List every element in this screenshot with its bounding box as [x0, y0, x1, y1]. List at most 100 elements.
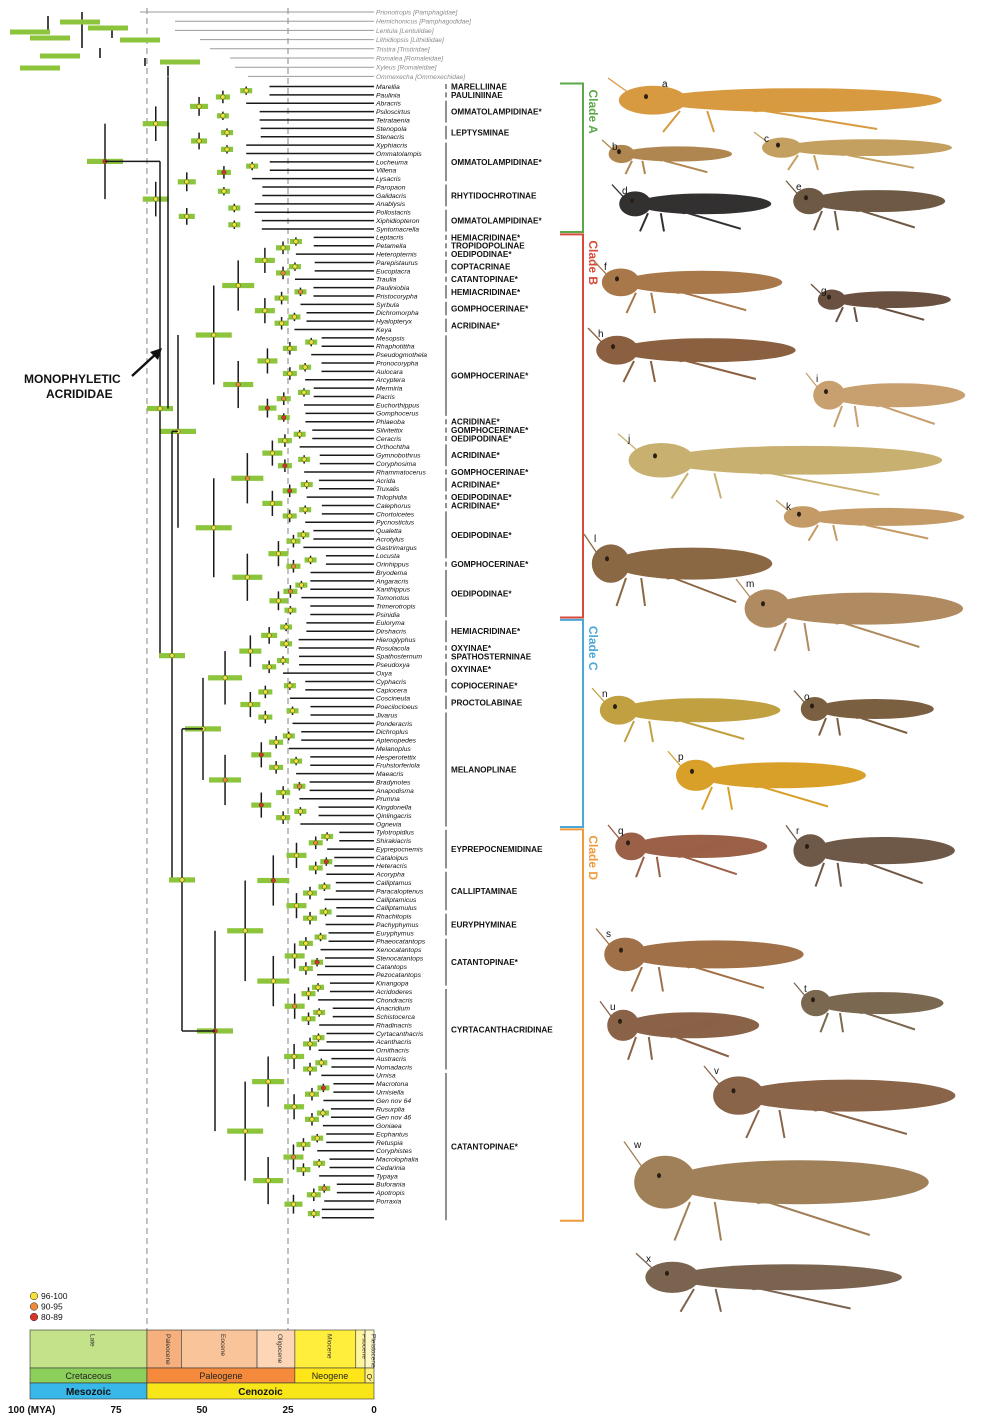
support-node	[236, 283, 240, 287]
support-node	[310, 1092, 314, 1096]
grasshopper-photo: k	[776, 500, 964, 541]
taxon-label: Locheuma	[376, 159, 408, 166]
taxon-label: Paulinia	[376, 92, 400, 99]
taxon-label: Pezocatantops	[376, 972, 422, 979]
taxon-label: Oxya	[376, 671, 392, 678]
clade-bracket	[560, 234, 583, 617]
support-node	[306, 1017, 310, 1021]
taxon-label: Pronocorypha	[376, 360, 419, 367]
clade-bracket	[560, 620, 583, 827]
grasshopper-head	[596, 336, 638, 365]
support-node	[222, 170, 226, 174]
taxon-label: Galidacris	[376, 193, 407, 200]
support-node	[293, 264, 297, 268]
legend-dot	[30, 1313, 38, 1321]
period-label: Paleogene	[199, 1371, 242, 1381]
support-node	[288, 608, 292, 612]
taxon-label: Syntomacrella	[376, 226, 419, 233]
taxon-label: Pacris	[376, 394, 395, 401]
grasshopper-legs	[809, 525, 929, 541]
support-node	[305, 482, 309, 486]
support-node	[308, 916, 312, 920]
taxon-label: Spathosternum	[376, 654, 422, 661]
subfamily-label: SPATHOSTERNINAE	[451, 652, 532, 661]
support-node	[281, 815, 285, 819]
grasshopper-legs	[663, 111, 877, 132]
taxon-label: Marellia	[376, 84, 400, 91]
epoch-label: Miocene	[325, 1334, 332, 1359]
taxon-label: Leptacris	[376, 235, 404, 242]
support-node	[301, 1142, 305, 1146]
node-age-bar	[120, 38, 160, 43]
outgroup-label: Hemichonicus [Pamphagodidae]	[376, 19, 471, 26]
taxon-label: Acanthacris	[375, 1039, 412, 1046]
grasshopper-legs	[821, 1013, 916, 1032]
era-label: Cenozoic	[238, 1387, 283, 1398]
taxon-label: Anablysis	[375, 201, 406, 208]
grasshopper-legs	[816, 863, 923, 887]
taxon-label: Keya	[376, 327, 392, 334]
taxon-label: Calliptamicus	[376, 897, 417, 904]
grasshopper-eye	[805, 844, 809, 849]
support-node	[288, 346, 292, 350]
grasshopper-photo: p	[668, 751, 866, 810]
support-node	[283, 463, 287, 467]
grasshopper-photo: d	[612, 185, 771, 232]
taxon-label: Rhaphotittha	[376, 344, 415, 351]
photo-label: u	[610, 1002, 616, 1013]
grasshopper-legs	[626, 161, 708, 174]
taxon-label: Typaya	[376, 1173, 398, 1180]
support-node	[294, 239, 298, 243]
subfamily-label: CATANTOPINAE*	[451, 275, 519, 284]
grasshopper-head	[634, 1156, 696, 1209]
taxon-label: Acrotylus	[375, 536, 405, 543]
support-node	[292, 1004, 296, 1008]
grasshopper-eye	[797, 512, 801, 517]
taxon-label: Psinidia	[376, 612, 400, 619]
support-node	[283, 438, 287, 442]
outgroup-label: Xyleus [Romaleidae]	[375, 65, 437, 72]
taxon-labels: MarelliaPauliniaAbracrisPsiloscirtusTetr…	[375, 84, 427, 1206]
support-node	[185, 214, 189, 218]
taxon-label: Orinhippus	[376, 562, 409, 569]
grasshopper-legs	[617, 578, 737, 606]
taxon-label: Lysacris	[376, 176, 401, 183]
taxon-label: Macrolophalia	[376, 1157, 419, 1164]
grasshopper-photo: w	[624, 1140, 929, 1241]
support-node	[282, 396, 286, 400]
clade-label: Clade B	[586, 240, 600, 285]
taxon-label: Rusurplia	[376, 1106, 405, 1113]
support-node	[302, 457, 306, 461]
support-node	[309, 340, 313, 344]
photo-label: a	[662, 79, 668, 90]
node-age-bar	[40, 54, 80, 59]
subfamily-label: GOMPHOCERINAE*	[451, 305, 529, 314]
epoch-label: Eocene	[219, 1334, 226, 1356]
grasshopper-photo: s	[596, 929, 804, 992]
support-node	[319, 1061, 323, 1065]
outgroup-label: Lentula [Lentulidae]	[376, 28, 434, 35]
support-node	[287, 489, 291, 493]
support-node	[303, 365, 307, 369]
support-node	[270, 451, 274, 455]
support-node	[316, 1035, 320, 1039]
taxon-label: Euryphymus	[376, 930, 414, 937]
grasshopper-legs	[834, 406, 935, 427]
support-node	[270, 501, 274, 505]
support-node	[314, 866, 318, 870]
support-node	[303, 507, 307, 511]
taxon-label: Shirakiacris	[376, 838, 412, 845]
grasshopper-legs	[636, 857, 737, 877]
subfamily-labels: MARELLIINAEPAULINIINAEOMMATOLAMPIDINAE*L…	[446, 83, 553, 1221]
subfamily-label: OMMATOLAMPIDINAE*	[451, 108, 542, 117]
support-node	[250, 164, 254, 168]
subfamily-label: LEPTYSMINAE	[451, 129, 510, 138]
support-node	[322, 1186, 326, 1190]
support-node	[180, 878, 184, 882]
grasshopper-eye	[761, 601, 765, 606]
grasshopper-photo: m	[736, 579, 963, 651]
grasshopper-photo: v	[704, 1066, 955, 1138]
support-node	[304, 941, 308, 945]
grasshopper-eye	[619, 948, 623, 953]
taxon-label: Pseudogmothela	[376, 352, 427, 359]
